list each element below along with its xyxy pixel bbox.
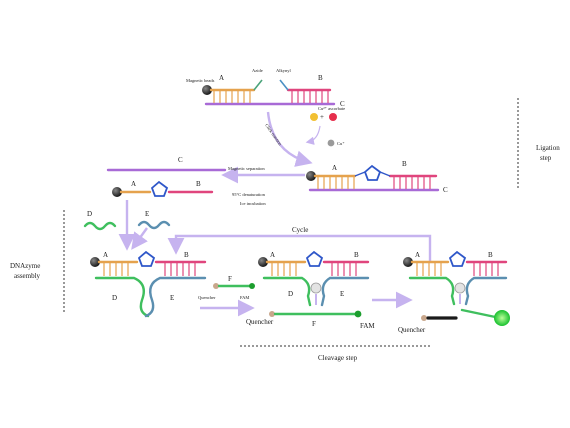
catalytic-core (310, 282, 322, 294)
ligation-step-label-2: step (540, 154, 552, 162)
strand-d (262, 276, 312, 307)
fam-label: FAM (240, 295, 249, 300)
click-reaction-arrow (266, 111, 313, 167)
magnetic-bead (403, 257, 413, 267)
label-b: B (184, 251, 189, 259)
label-b: B (196, 180, 201, 188)
copper-reagents: + Cu²⁺ ascorbate Cu⁺ (305, 106, 345, 147)
ligation-step-label-1: Ligation (536, 144, 560, 152)
azide-end (253, 79, 263, 91)
separated-strands: C A B (106, 156, 227, 197)
label-e: E (340, 290, 344, 298)
magnetic-separation-label: Magnetic separation (228, 166, 265, 171)
triazole-ring (363, 164, 382, 181)
top-ligation-complex: Magnetic beads A Azide Alkynyl B C (186, 68, 345, 108)
label-b: B (488, 251, 493, 259)
quencher-dot (213, 283, 219, 289)
label-a: A (131, 180, 136, 188)
triazole-ring (150, 180, 169, 197)
triazole-ring (137, 250, 156, 267)
dnazyme-substrate-complex: A B D E F Quencher FAM (246, 250, 375, 330)
strand-f-fragment (460, 308, 502, 320)
azide-label: Azide (252, 68, 263, 73)
free-strands-d-e: D E (83, 210, 171, 231)
cleaved-complex: A B Quencher (398, 250, 510, 334)
label-a: A (332, 164, 337, 172)
cleavage-step-label: Cleavage step (318, 354, 358, 362)
label-f: F (312, 320, 316, 328)
cycle-label: Cycle (292, 226, 308, 234)
label-a: A (415, 251, 420, 259)
label-b: B (354, 251, 359, 259)
alkynyl-label: Alkynyl (276, 68, 292, 73)
magnetic-bead (202, 85, 212, 95)
fam-label: FAM (360, 322, 375, 330)
label-d: D (288, 290, 293, 298)
label-c: C (178, 156, 183, 164)
cu-plus-sphere (327, 139, 335, 147)
label-b: B (402, 160, 407, 168)
cu2-sphere (310, 113, 318, 121)
dnazyme-label-2: assembly (14, 272, 41, 280)
quencher-label: Quencher (198, 295, 216, 300)
label-a: A (103, 251, 108, 259)
click-reaction-label: Click reaction (264, 123, 283, 147)
cu-plus-label: Cu⁺ (337, 141, 345, 146)
cu2-ascorbate-label: Cu²⁺ ascorbate (318, 106, 345, 111)
ice-incubation-label: Ice incubation (240, 201, 266, 206)
strand-d (408, 276, 456, 306)
label-e: E (170, 294, 174, 302)
triazole-ring (448, 250, 467, 267)
ascorbate-sphere (329, 113, 337, 121)
label-c: C (340, 100, 345, 108)
substrate-f: F Quencher FAM (198, 275, 255, 300)
strand-d (83, 221, 117, 231)
magnetic-bead (306, 171, 316, 181)
base-pairs-right (291, 91, 329, 103)
triazole-ring (305, 250, 324, 267)
fam-dot (354, 310, 362, 318)
label-e: E (145, 210, 149, 218)
strand-e (320, 276, 370, 307)
strand-e (137, 220, 171, 230)
quencher-label: Quencher (398, 326, 426, 334)
dnazyme-label-1: DNAzyme (10, 262, 40, 270)
fam-dot (249, 283, 255, 289)
cycle-arrow (167, 234, 432, 262)
magnetic-bead (112, 187, 122, 197)
catalytic-core (454, 282, 466, 294)
strand-e (464, 276, 508, 306)
quencher-dot (421, 315, 427, 321)
strand-d (94, 276, 150, 318)
magnetic-bead (258, 257, 268, 267)
assembled-dnazyme: A B D E (90, 250, 207, 318)
svg-text:+: + (320, 113, 324, 121)
fam-fluorescence (494, 310, 510, 326)
alkynyl-end (279, 79, 289, 91)
label-b: B (318, 74, 323, 82)
label-a: A (270, 251, 275, 259)
quencher-dot (269, 311, 275, 317)
label-d: D (112, 294, 117, 302)
base-pairs-left (213, 91, 251, 103)
label-f: F (228, 275, 232, 283)
magnetic-beads-label: Magnetic beads (186, 78, 215, 83)
label-a: A (219, 74, 224, 82)
strand-e (144, 276, 207, 318)
label-c: C (443, 186, 448, 194)
denaturation-label: 95°C denaturation (232, 192, 266, 197)
label-d: D (87, 210, 92, 218)
down-arrow-e (131, 227, 148, 250)
ligated-complex: A B C (306, 160, 448, 194)
quencher-label: Quencher (246, 318, 274, 326)
magnetic-bead (90, 257, 100, 267)
